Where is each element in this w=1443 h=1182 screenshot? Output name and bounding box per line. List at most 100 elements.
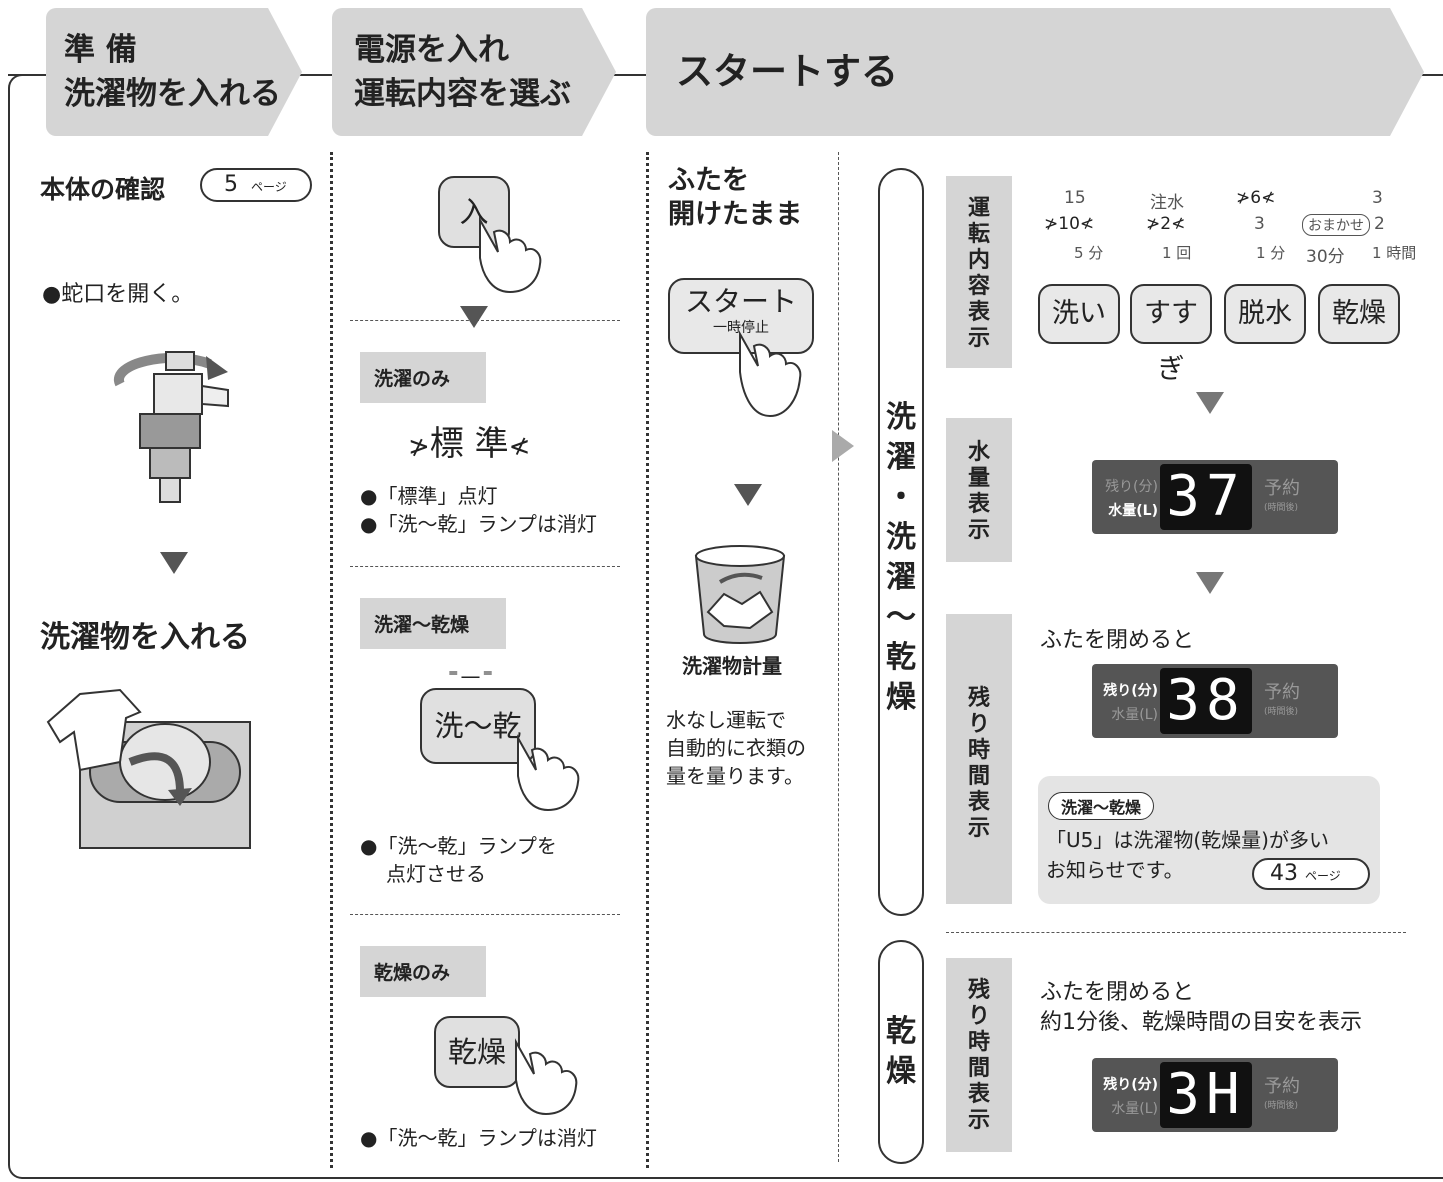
spin-option: 3: [1254, 214, 1265, 234]
hand-pointer-icon: [479, 216, 542, 294]
lid-open-line2: 開けたまま: [668, 199, 803, 230]
laundry-tub-icon: [694, 545, 786, 644]
label-char: 示: [967, 1108, 990, 1133]
faucet-instruction: ●蛇口を開く。: [42, 282, 194, 307]
mode1-bullet-1: ●「標準」点灯: [360, 484, 498, 508]
lit-indicator-icon: ≮: [508, 432, 531, 462]
water-display-bar: [946, 418, 1012, 562]
measure-label: 洗濯物計量: [682, 654, 782, 678]
mode-wash-only-label: 洗濯のみ: [360, 352, 486, 403]
spin-option-lit: ≯6≮: [1236, 188, 1276, 208]
divider-dashed: [350, 566, 620, 567]
reserve-indicator: 予約: [1264, 1076, 1300, 1097]
note-tag: 洗濯〜乾燥: [1048, 792, 1155, 820]
label-char: 間: [967, 764, 990, 789]
standard-lamp-text: 標 準: [429, 424, 509, 464]
check-title-text: 本体の確認: [40, 175, 166, 204]
reserve-unit: (時間後): [1264, 707, 1299, 717]
step-2-line2: 運転内容を選ぶ: [354, 76, 571, 112]
step-3-title: スタートする: [676, 50, 898, 93]
divider-dashed: [946, 932, 1406, 933]
lid-open-note: ふたを 開けたまま: [668, 164, 802, 232]
faucet-illustration: [114, 351, 229, 503]
label-char: 容: [967, 274, 990, 299]
unit-label: 30分: [1306, 247, 1345, 267]
lamp-glow-icon: ⁼—⁼: [448, 664, 496, 688]
side-label-wash-dry: [878, 168, 924, 916]
label-char: 時: [967, 1030, 990, 1055]
label-char: 示: [967, 326, 990, 351]
step-tab-start: スタートする: [646, 8, 1424, 136]
check-ref-page-word: ページ: [251, 180, 287, 194]
label-char: 表: [967, 790, 990, 815]
mode-wash-dry-label: 洗濯〜乾燥: [360, 598, 506, 649]
spin-button[interactable]: 脱水: [1224, 284, 1306, 344]
dry-remain-display-bar: [946, 958, 1012, 1152]
unit-label: 1 時間: [1372, 244, 1417, 262]
desc-line-1: 水なし運転で: [666, 708, 786, 732]
side-char: ・: [886, 480, 916, 515]
arrow-right-icon: [832, 430, 854, 462]
rinse-button[interactable]: すすぎ: [1130, 284, 1212, 385]
dry-button-panel[interactable]: 乾燥: [1318, 284, 1400, 344]
remain-display-bar: [946, 614, 1012, 904]
water-amount-display: 残り(分) 水量(L) 37 予約 (時間後): [1092, 460, 1338, 534]
step-tab-prepare: 準 備 洗濯物を入れる: [46, 8, 302, 136]
side-char: 乾: [886, 1014, 916, 1049]
mode2-bullet-1: ●「洗〜乾」ランプを: [360, 834, 557, 858]
mode-dry-only-label: 乾燥のみ: [360, 946, 486, 997]
step-1-line1: 準 備: [64, 32, 137, 68]
check-title: 本体の確認: [40, 170, 165, 206]
note-line-2: お知らせです。: [1046, 858, 1184, 882]
unit-label: 5 分: [1074, 244, 1104, 262]
col-sep-2: [646, 152, 649, 1168]
arrow-down-icon: [160, 552, 188, 574]
wash-time-value: 10: [1058, 214, 1080, 234]
measure-description: 水なし運転で 自動的に衣類の 量を量ります。: [666, 706, 806, 790]
label-char: 表: [967, 300, 990, 325]
remain-time-value: 38: [1160, 668, 1252, 734]
dry-option: 3: [1372, 188, 1383, 208]
remain-time-display: 残り(分) 水量(L) 38 予約 (時間後): [1092, 664, 1338, 738]
remain-indicator-lit: 残り(分): [1103, 1077, 1158, 1093]
unit-label: 1 分: [1256, 244, 1286, 262]
check-page-ref: 5 ページ: [200, 168, 312, 202]
dry-button[interactable]: 乾燥: [434, 1016, 520, 1088]
label-char: 示: [967, 518, 990, 543]
wash-dry-button[interactable]: 洗〜乾: [420, 688, 536, 764]
side-char: 燥: [886, 680, 916, 715]
side-char: 燥: [886, 1054, 916, 1089]
desc-line-3: 量を量ります。: [666, 764, 804, 788]
label-char: 表: [967, 1082, 990, 1107]
reserve-unit: (時間後): [1264, 1101, 1299, 1111]
dry-time-note: 約1分後、乾燥時間の目安を表示: [1040, 1010, 1362, 1035]
side-char: 洗: [886, 520, 916, 555]
label-char: 示: [967, 816, 990, 841]
note-ref-page-word: ページ: [1305, 869, 1341, 883]
dry-option: 2: [1374, 214, 1385, 234]
label-char: 内: [967, 248, 990, 273]
label-char: 転: [967, 222, 990, 247]
side-label-wash-dry-text: 洗 濯 ・ 洗 濯 〜 乾 燥: [881, 398, 921, 718]
standard-lamp-display: ≯標 準≮: [408, 416, 530, 465]
hand-pointer-icon: [515, 1038, 578, 1116]
rinse-count-value: 2: [1160, 214, 1172, 234]
remain-indicator-lit: 残り(分): [1103, 683, 1158, 699]
washer-load-illustration: [46, 688, 251, 849]
label-char: り: [967, 712, 990, 737]
label-char: 間: [967, 1056, 990, 1081]
step-2-line1: 電源を入れ: [354, 32, 509, 68]
wash-button[interactable]: 洗い: [1038, 284, 1120, 344]
water-amount-value: 37: [1160, 464, 1252, 530]
label-char: 残: [967, 686, 990, 711]
lid-close-note: ふたを閉めると: [1040, 628, 1195, 653]
mode1-bullet-2: ●「洗〜乾」ランプは消灯: [360, 512, 597, 536]
note-line-1: 「U5」は洗濯物(乾燥量)が多い: [1046, 828, 1329, 852]
label-char: り: [967, 1004, 990, 1029]
dry-lid-close-note: ふたを閉めると: [1040, 980, 1195, 1005]
start-button-label: スタート: [684, 285, 797, 318]
label-char: 量: [967, 466, 990, 491]
divider-dashed: [350, 914, 620, 915]
note-ref-number: 43: [1270, 861, 1298, 886]
side-char: 洗: [886, 400, 916, 435]
